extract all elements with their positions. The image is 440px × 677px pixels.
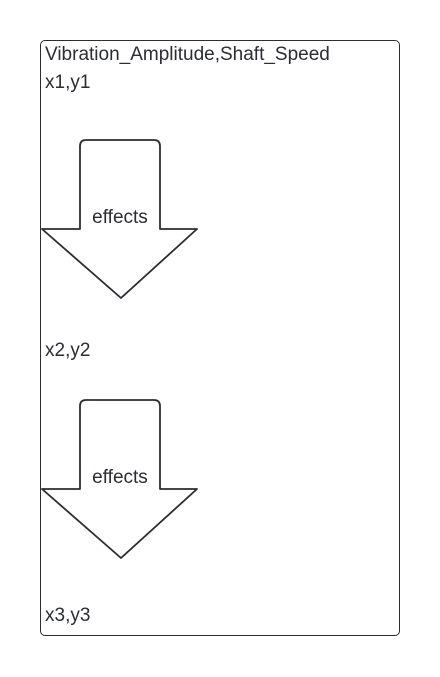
node-label-3: x3,y3 [45,605,91,626]
node-label-2: x2,y2 [45,340,91,361]
node-label-1: x1,y1 [45,72,91,93]
diagram-title: Vibration_Amplitude,Shaft_Speed [45,44,330,65]
container-frame [40,40,400,636]
